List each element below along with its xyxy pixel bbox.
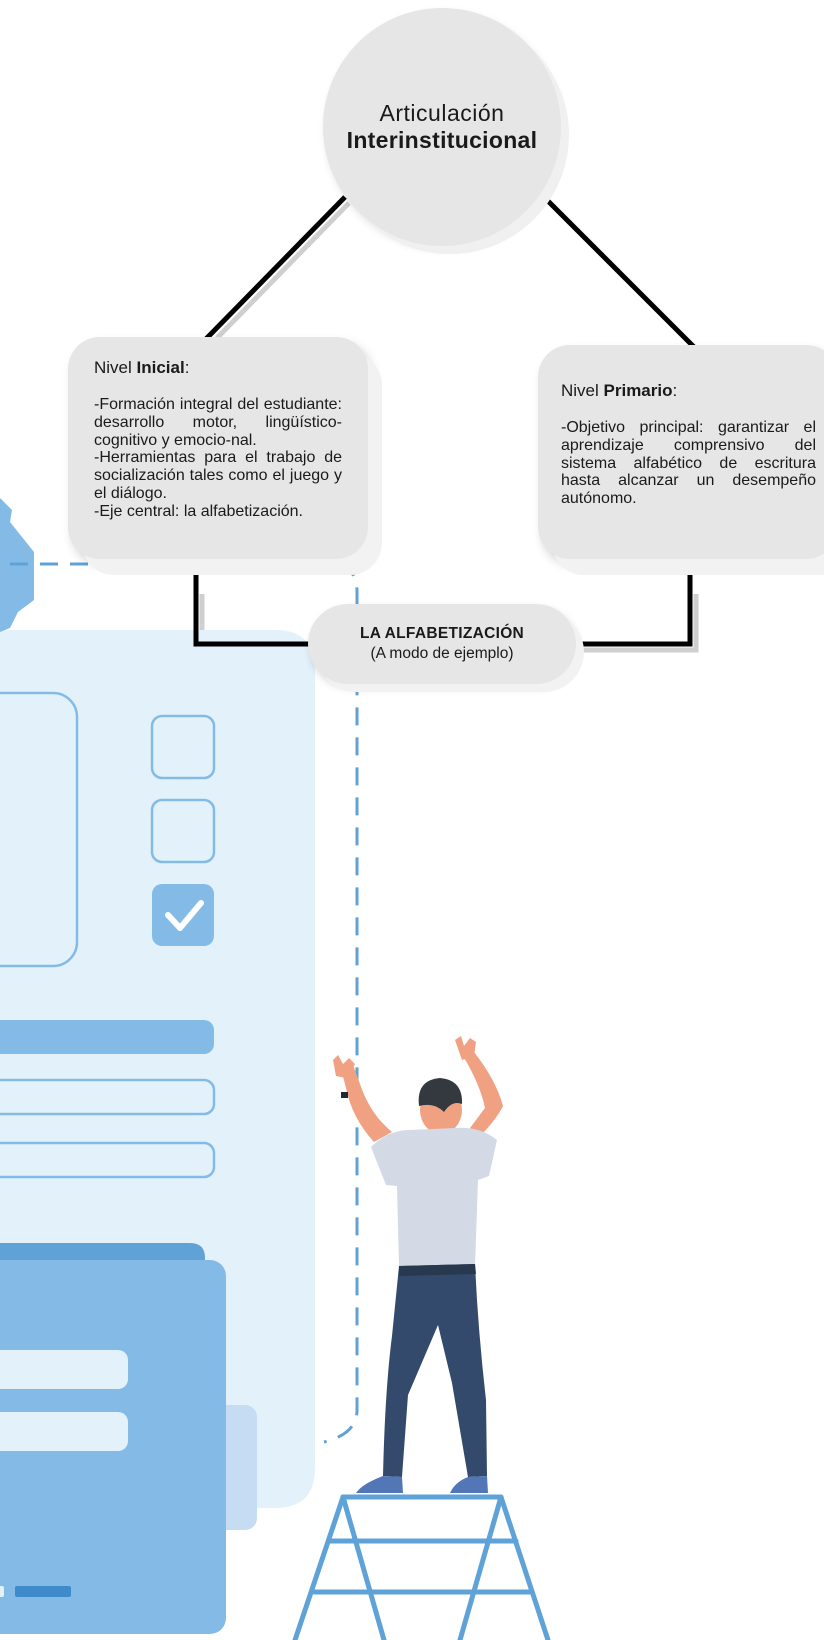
person-illustration — [333, 1036, 503, 1493]
bottom-node-title: LA ALFABETIZACIÓN — [359, 625, 525, 642]
heading-prefix: Nivel — [94, 358, 137, 377]
nivel-primario-body: -Objetivo principal: garantizar el apren… — [561, 419, 816, 508]
connectors — [193, 192, 699, 647]
nivel-primario-heading: Nivel Primario: — [561, 381, 816, 401]
dashed-connector — [10, 562, 359, 1444]
nivel-inicial-body: -Formación integral del estudiante: desa… — [94, 396, 342, 521]
center-node-articulacion: Articulación Interinstitucional — [323, 8, 561, 246]
node-nivel-inicial: Nivel Inicial: -Formación integral del e… — [68, 337, 368, 559]
connector-inicial-to-bottom — [193, 559, 310, 647]
checkbox-checked — [152, 884, 214, 946]
card-field-1 — [0, 1350, 128, 1389]
nivel-inicial-item: -Formación integral del estudiante: desa… — [94, 396, 342, 449]
text-area-outline — [0, 691, 79, 968]
heading-suffix: : — [184, 358, 190, 377]
connector-primario-to-bottom — [576, 559, 693, 647]
center-node-line1: Articulación — [379, 100, 505, 126]
card-field-2 — [0, 1412, 128, 1451]
connector-center-to-inicial — [201, 195, 347, 344]
filled-bar — [0, 1020, 214, 1054]
nivel-inicial-item: -Eje central: la alfabetización. — [94, 502, 303, 520]
ladder — [292, 1494, 551, 1640]
heading-name: Inicial — [136, 358, 185, 377]
connector-center-to-primario — [539, 192, 699, 352]
node-la-alfabetizacion: LA ALFABETIZACIÓN (A modo de ejemplo) — [308, 604, 576, 684]
checkmark-icon — [165, 900, 204, 931]
center-node-line2: Interinstitucional — [346, 127, 538, 153]
checkbox-empty-2 — [150, 798, 216, 864]
checkbox-empty-1 — [150, 714, 216, 780]
nivel-primario-item: -Objetivo principal: garantizar el apren… — [561, 419, 816, 508]
card-dot — [0, 1586, 4, 1597]
node-nivel-primario: Nivel Primario: -Objetivo principal: gar… — [538, 345, 824, 559]
heading-name: Primario — [603, 381, 673, 400]
heading-prefix: Nivel — [561, 381, 604, 400]
bottom-node-subtitle: (A modo de ejemplo) — [370, 645, 514, 662]
nivel-inicial-item: -Herramientas para el trabajo de sociali… — [94, 449, 342, 502]
input-outline-1 — [0, 1078, 216, 1116]
nivel-inicial-heading: Nivel Inicial: — [94, 358, 342, 378]
heading-suffix: : — [672, 381, 678, 400]
input-outline-2 — [0, 1141, 216, 1179]
card-small-bar — [15, 1586, 71, 1597]
